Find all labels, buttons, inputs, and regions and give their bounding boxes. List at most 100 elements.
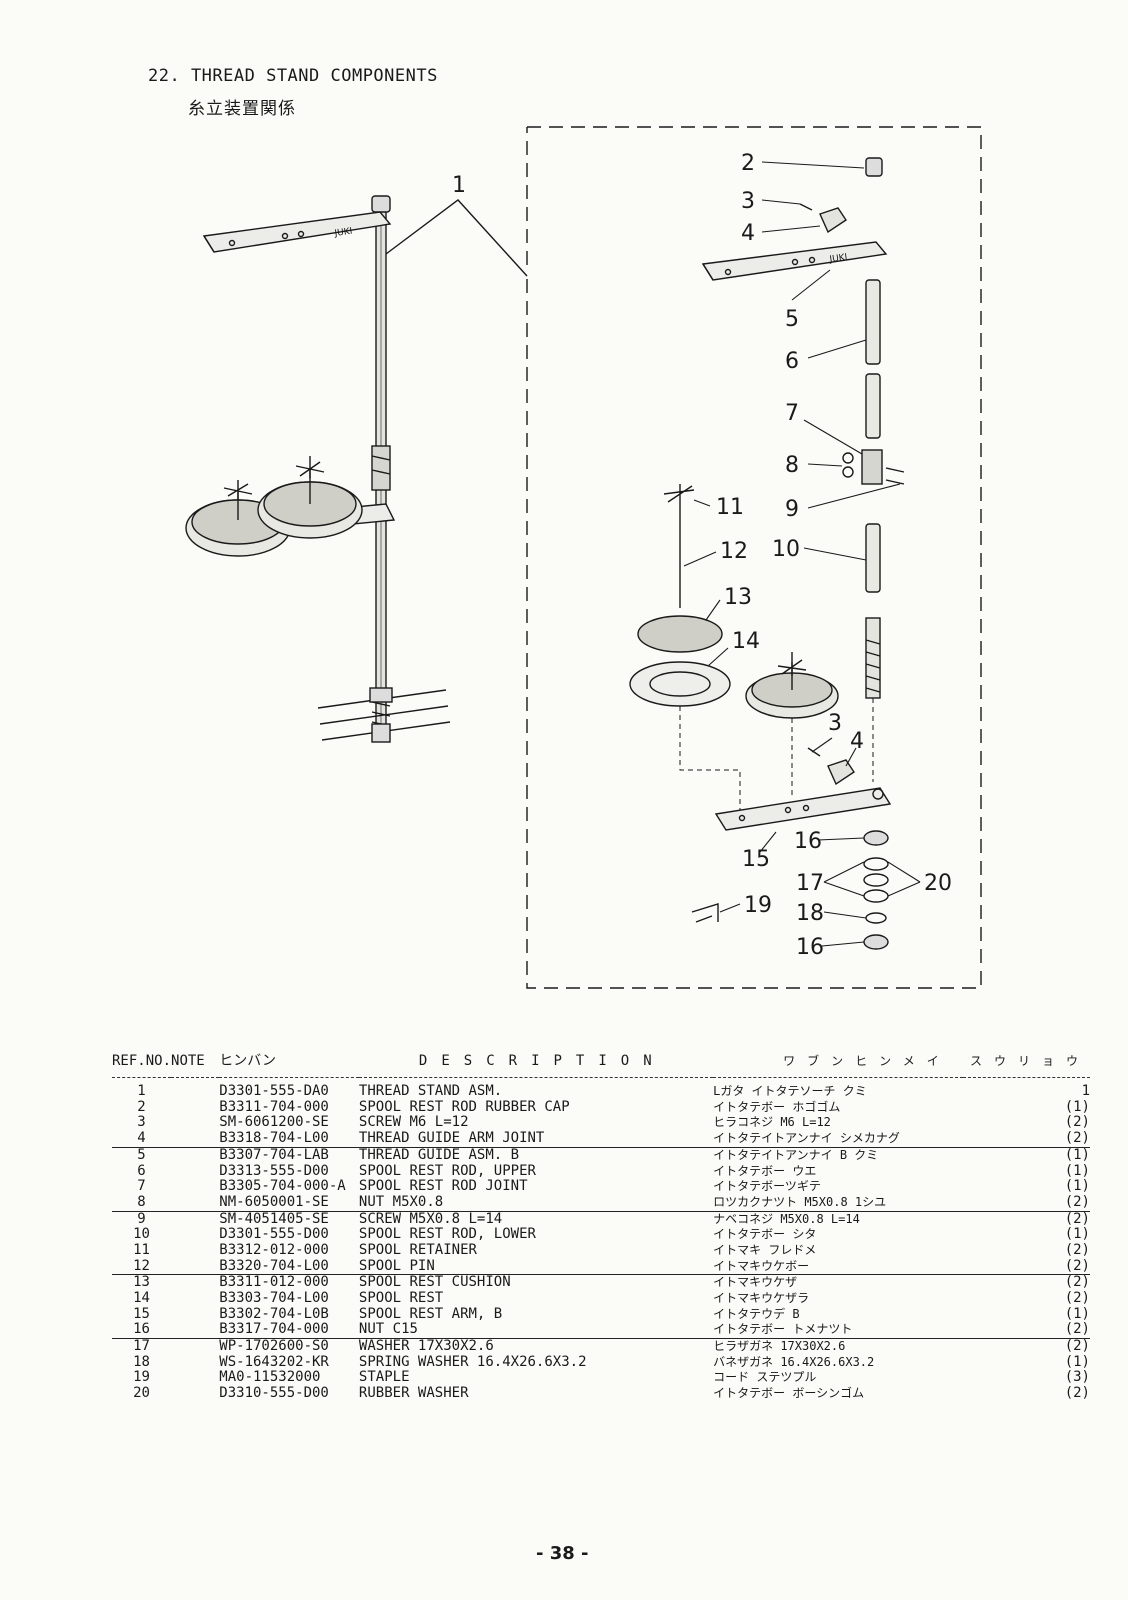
quantity: (1): [1064, 1162, 1090, 1179]
note: [171, 1194, 220, 1212]
part-no: B3317-704-000: [219, 1322, 359, 1340]
callout-8: 8: [785, 453, 799, 478]
quantity: (1): [1064, 1098, 1090, 1115]
callout-5: 5: [785, 307, 799, 332]
name-jp: イトマキウケザ: [713, 1275, 798, 1290]
name-jp: イトタテウデ B: [713, 1306, 800, 1321]
name-jp: コード ステツプル: [713, 1370, 817, 1385]
quantity: (2): [1064, 1241, 1090, 1258]
quantity: (1): [1064, 1353, 1090, 1370]
name-jp: イトタテボー ホゴゴム: [713, 1099, 841, 1114]
description: SPOOL REST ROD RUBBER CAP: [358, 1098, 570, 1115]
note: [171, 1355, 219, 1371]
note: [171, 1163, 219, 1179]
description: SCREW M6 L=12: [358, 1114, 469, 1131]
part-no: B3311-704-000: [219, 1098, 329, 1115]
name-jp: イトタテボーツギテ: [713, 1179, 821, 1194]
part-no: SM-4051405-SE: [219, 1210, 329, 1227]
quantity: (2): [963, 1194, 1090, 1212]
description: SPOOL RETAINER: [358, 1241, 477, 1258]
name-jp: イトマキウケボー: [713, 1258, 964, 1276]
callout-4: 4: [741, 221, 755, 246]
header-part-no: ヒンバン: [219, 1053, 359, 1078]
description: SPOOL REST ROD, UPPER: [358, 1162, 536, 1179]
description: THREAD GUIDE ASM. B: [358, 1146, 520, 1163]
name-jp: イトタテボー ウエ: [713, 1163, 817, 1178]
header-ref-no: REF.NO.: [112, 1053, 172, 1078]
ref-no: 14: [133, 1290, 150, 1307]
name-jp: ヒラコネジ M6 L=12: [713, 1115, 831, 1130]
note: [171, 1258, 220, 1276]
ref-no: 10: [133, 1226, 150, 1243]
ref-no: 15: [133, 1305, 150, 1322]
part-no: D3310-555-D00: [219, 1385, 329, 1402]
note: [171, 1078, 219, 1100]
table-row: 2 B3311-704-000 SPOOL REST ROD RUBBER CAP イ…: [112, 1098, 1090, 1116]
callout-13: 13: [724, 585, 752, 610]
callout-9: 9: [785, 497, 799, 522]
note: [171, 1307, 219, 1323]
name-jp: イトタテイトアンナイ B クミ: [713, 1147, 879, 1162]
ref-no: 2: [137, 1098, 146, 1115]
description: SPOOL REST: [358, 1290, 444, 1307]
note: [171, 1100, 219, 1116]
name-jp: Lガタ イトタテソーチ クミ: [713, 1084, 867, 1099]
callout-20: 20: [924, 871, 952, 896]
callout-18: 18: [796, 901, 824, 926]
callout-16-upper: 16: [794, 829, 822, 854]
quantity: (3): [1064, 1369, 1090, 1386]
quantity: (1): [1064, 1305, 1090, 1322]
callout-leaders: [683, 161, 921, 947]
note: [171, 1227, 219, 1243]
note: [171, 1179, 219, 1195]
callout-3-lower: 3: [828, 711, 842, 736]
brand-label-left: JUKI: [333, 227, 353, 240]
note: [171, 1275, 219, 1291]
section-title: 22. THREAD STAND COMPONENTS: [148, 66, 438, 86]
quantity: (2): [1064, 1338, 1090, 1355]
part-no: WP-1702600-S0: [219, 1338, 329, 1355]
quantity: (2): [1064, 1385, 1090, 1402]
ref-no: 5: [137, 1146, 146, 1163]
callout-7: 7: [785, 401, 799, 426]
name-jp: イトタテイトアンナイ シメカナグ: [713, 1131, 964, 1148]
description: WASHER 17X30X2.6: [358, 1338, 494, 1355]
part-no: D3313-555-D00: [219, 1162, 329, 1179]
name-jp: イトタテボー トメナツト: [713, 1322, 964, 1340]
exploded-components: JUKI: [629, 157, 905, 950]
callout-19: 19: [744, 893, 772, 918]
description: THREAD STAND ASM.: [358, 1083, 503, 1100]
description: THREAD GUIDE ARM JOINT: [358, 1130, 714, 1148]
ref-no: 8: [112, 1194, 172, 1212]
name-jp: イトマキ フレドメ: [713, 1242, 817, 1257]
section-heading: 22. THREAD STAND COMPONENTS 糸立装置関係: [148, 66, 438, 119]
brand-label-right: JUKI: [828, 253, 848, 266]
note: [171, 1291, 219, 1307]
callout-2: 2: [741, 151, 755, 176]
part-no: MA0-11532000: [219, 1369, 321, 1386]
callout-1: 1: [452, 173, 466, 198]
part-no: D3301-555-D00: [219, 1226, 329, 1243]
ref-no: 9: [137, 1210, 146, 1227]
note: [171, 1115, 219, 1131]
quantity: (2): [1064, 1274, 1090, 1291]
ref-no: 16: [112, 1322, 172, 1340]
parts-table-header: REF.NO. NOTE ヒンバン DESCRIPTION ワブンヒンメイ スウ…: [112, 1053, 1090, 1078]
note: [171, 1386, 219, 1402]
description: STAPLE: [358, 1369, 410, 1386]
note: [171, 1211, 219, 1227]
name-jp: ナベコネジ M5X0.8 L=14: [713, 1211, 860, 1226]
ref-no: 6: [137, 1162, 146, 1179]
page-number: - 38 -: [536, 1543, 589, 1564]
name-jp: ヒラザガネ 17X30X2.6: [713, 1339, 846, 1354]
